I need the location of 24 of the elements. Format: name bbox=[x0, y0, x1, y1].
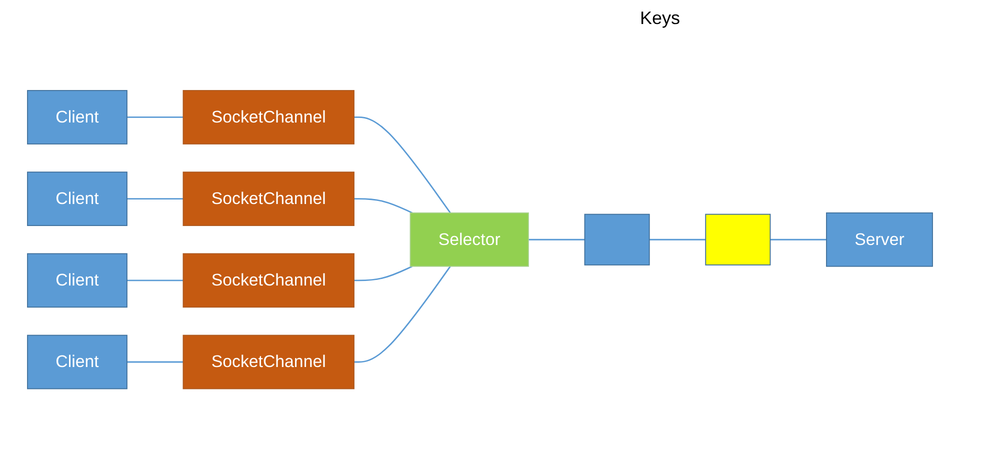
connector bbox=[354, 116, 451, 214]
node-box: SocketChannel bbox=[182, 90, 354, 145]
connector bbox=[354, 198, 412, 214]
node-box: SocketChannel bbox=[182, 172, 354, 226]
keys-caption: Keys bbox=[640, 8, 680, 29]
connector bbox=[528, 239, 585, 241]
connector bbox=[126, 116, 184, 118]
node-box: Client bbox=[27, 335, 128, 390]
node-box: SocketChannel bbox=[182, 254, 354, 308]
connector bbox=[126, 198, 184, 200]
node-box: Server bbox=[826, 212, 933, 268]
node-box: Selector bbox=[410, 212, 529, 268]
connector bbox=[770, 239, 826, 241]
node-box: SocketChannel bbox=[182, 335, 354, 390]
connector bbox=[354, 266, 451, 364]
node-box bbox=[705, 214, 771, 266]
connector bbox=[126, 280, 184, 282]
connector bbox=[649, 239, 706, 241]
node-box bbox=[584, 214, 650, 266]
connector bbox=[126, 362, 184, 364]
node-box: Client bbox=[27, 254, 128, 308]
node-box: Client bbox=[27, 90, 128, 145]
node-box: Client bbox=[27, 172, 128, 226]
connector bbox=[354, 266, 412, 282]
